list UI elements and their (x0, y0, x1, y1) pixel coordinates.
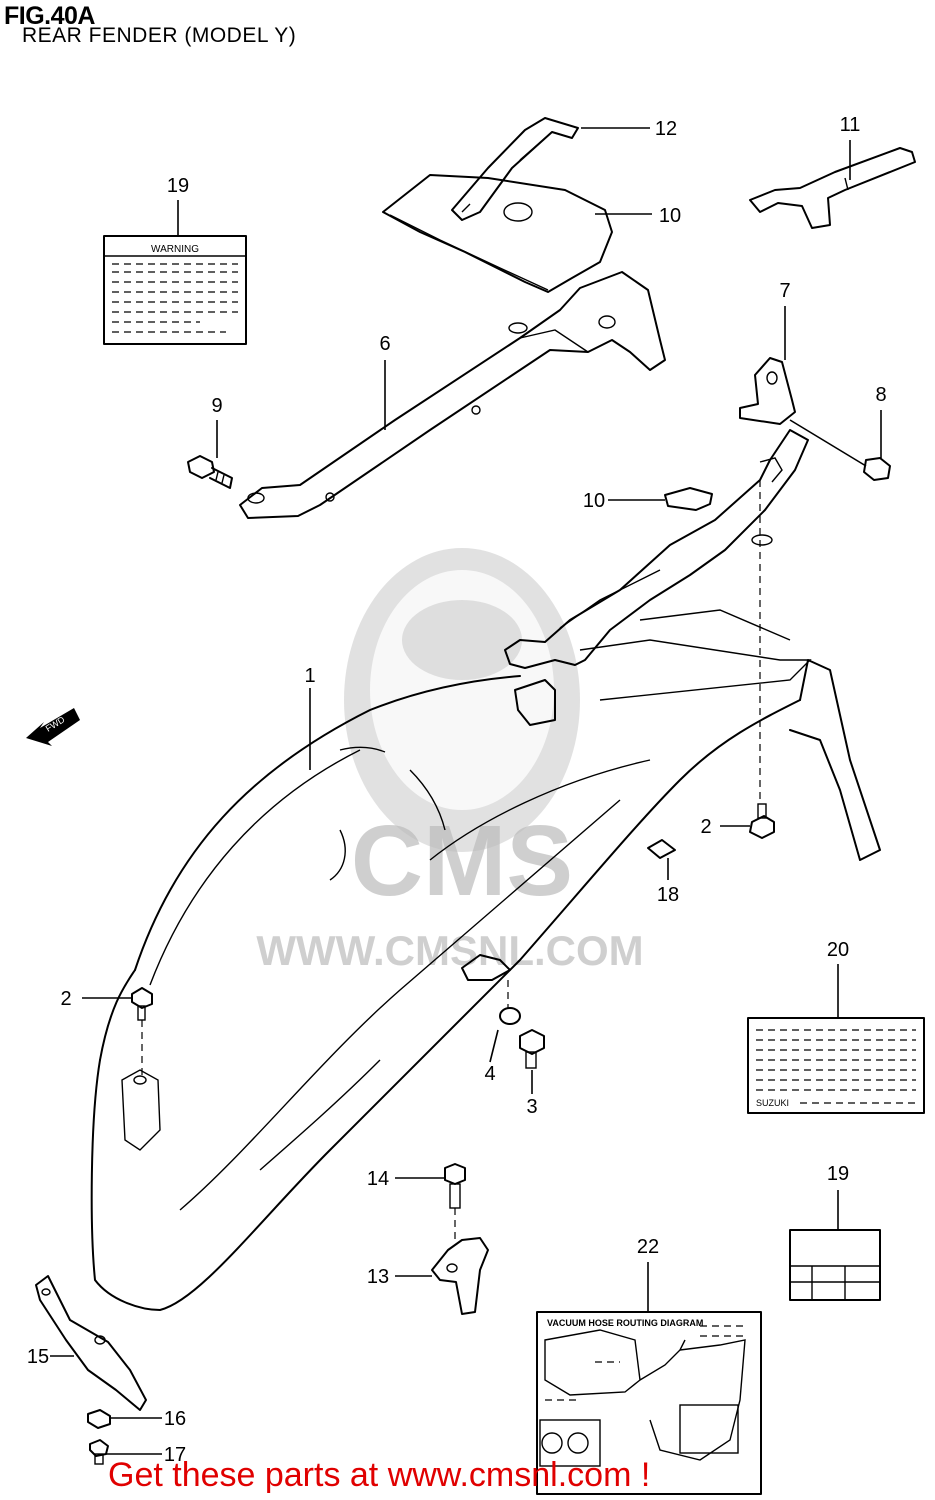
callout-7: 8 (875, 384, 886, 406)
figure-subtitle: REAR FENDER (MODEL Y) (22, 24, 297, 47)
part-9-bracket (664, 487, 713, 511)
part-16-nut (87, 1409, 111, 1429)
callout-16: 16 (164, 1408, 186, 1430)
callout-17: 17 (164, 1444, 186, 1466)
figure-title: FIG.40A (4, 2, 95, 30)
part-13-clamp (431, 1237, 489, 1315)
frame-rail-assembly (504, 429, 812, 726)
part-2-bolt-lower (131, 987, 153, 1021)
part-4-collar (499, 1007, 521, 1025)
part-12-strap (451, 117, 579, 221)
callout-numbers: 12 10 11 19 6 9 7 8 10 1 2 2 18 4 3 20 1… (27, 114, 887, 1466)
part-3-bolt (519, 1029, 545, 1069)
watermark-url: WWW.CMSNL.COM (256, 927, 643, 974)
part-8-bolt (187, 455, 233, 489)
callout-14: 14 (367, 1168, 389, 1190)
part-14-bolt (444, 1163, 466, 1209)
part-11-tool (749, 147, 916, 229)
callout-22: 22 (637, 1236, 659, 1258)
callout-10: 10 (659, 205, 681, 227)
fwd-direction-arrow: FWD (26, 708, 80, 746)
callout-20: 19 (827, 1163, 849, 1185)
part-7-bolt (789, 419, 891, 481)
part-15-mudflap-bracket (35, 1275, 147, 1411)
callout-18: 18 (657, 884, 679, 906)
part-19-warning-label: WARNING (103, 235, 247, 345)
vacuum-diagram-title: VACUUM HOSE ROUTING DIAGRAM (547, 1318, 703, 1328)
small-label-text: SUZUKI (756, 1098, 789, 1108)
callout-4: 4 (484, 1063, 495, 1085)
callout-6: 7 (779, 280, 790, 302)
warning-label-title: WARNING (151, 244, 199, 255)
watermark-brand: CMS (351, 805, 573, 917)
callout-21: 20 (827, 939, 849, 961)
cms-watermark: CMS WWW.CMSNL.COM (256, 548, 644, 974)
part-2-bolt-upper (749, 803, 775, 839)
callout-5: 6 (379, 333, 390, 355)
part-20-label (789, 1229, 881, 1301)
part-10-cover (382, 174, 613, 293)
part-17-bolt (89, 1439, 109, 1465)
callout-1: 1 (304, 665, 315, 687)
callout-15: 15 (27, 1346, 49, 1368)
callout-12: 12 (655, 118, 677, 140)
part-1-rear-fender (90, 659, 881, 1311)
part-22-vacuum-hose-diagram: VACUUM HOSE ROUTING DIAGRAM (536, 1311, 762, 1495)
callout-13: 13 (367, 1266, 389, 1288)
part-18-pad (647, 839, 676, 859)
part-21-label: SUZUKI (747, 1017, 925, 1114)
callout-9: 10 (583, 490, 605, 512)
part-5-left-rail (239, 271, 666, 519)
part-6-bracket (739, 357, 796, 425)
callout-3: 3 (526, 1096, 537, 1118)
leader-lines (50, 127, 882, 1455)
footer-link-text[interactable]: Get these parts at www.cmsnl.com ! (108, 1456, 651, 1494)
callout-8: 9 (211, 395, 222, 417)
callout-2-lower: 2 (60, 988, 71, 1010)
callout-2-upper: 2 (700, 816, 711, 838)
callout-19: 19 (167, 175, 189, 197)
callout-11: 11 (840, 114, 861, 136)
